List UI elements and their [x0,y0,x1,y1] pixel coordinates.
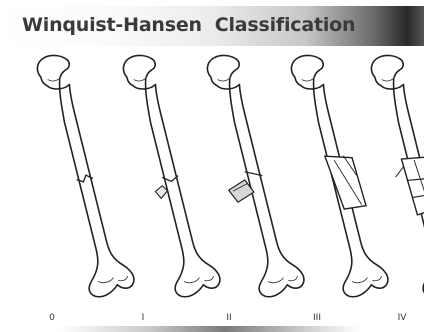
bottom-strip [60,326,360,332]
femur-grade-1 [118,49,222,299]
femur-grade-4 [366,49,424,299]
femur-grade-2 [197,49,307,300]
femur-grade-3 [286,49,390,299]
grade-label-2: II [209,313,249,323]
grade-label-3: III [297,313,337,323]
slide-title: Winquist-Hansen Classification [22,14,355,36]
grade-label-1: I [123,313,163,323]
femur-grade-0 [32,49,136,299]
grade-label-0: 0 [32,313,72,323]
grade-label-4: IV [382,313,422,323]
fracture-diagram [0,46,424,314]
